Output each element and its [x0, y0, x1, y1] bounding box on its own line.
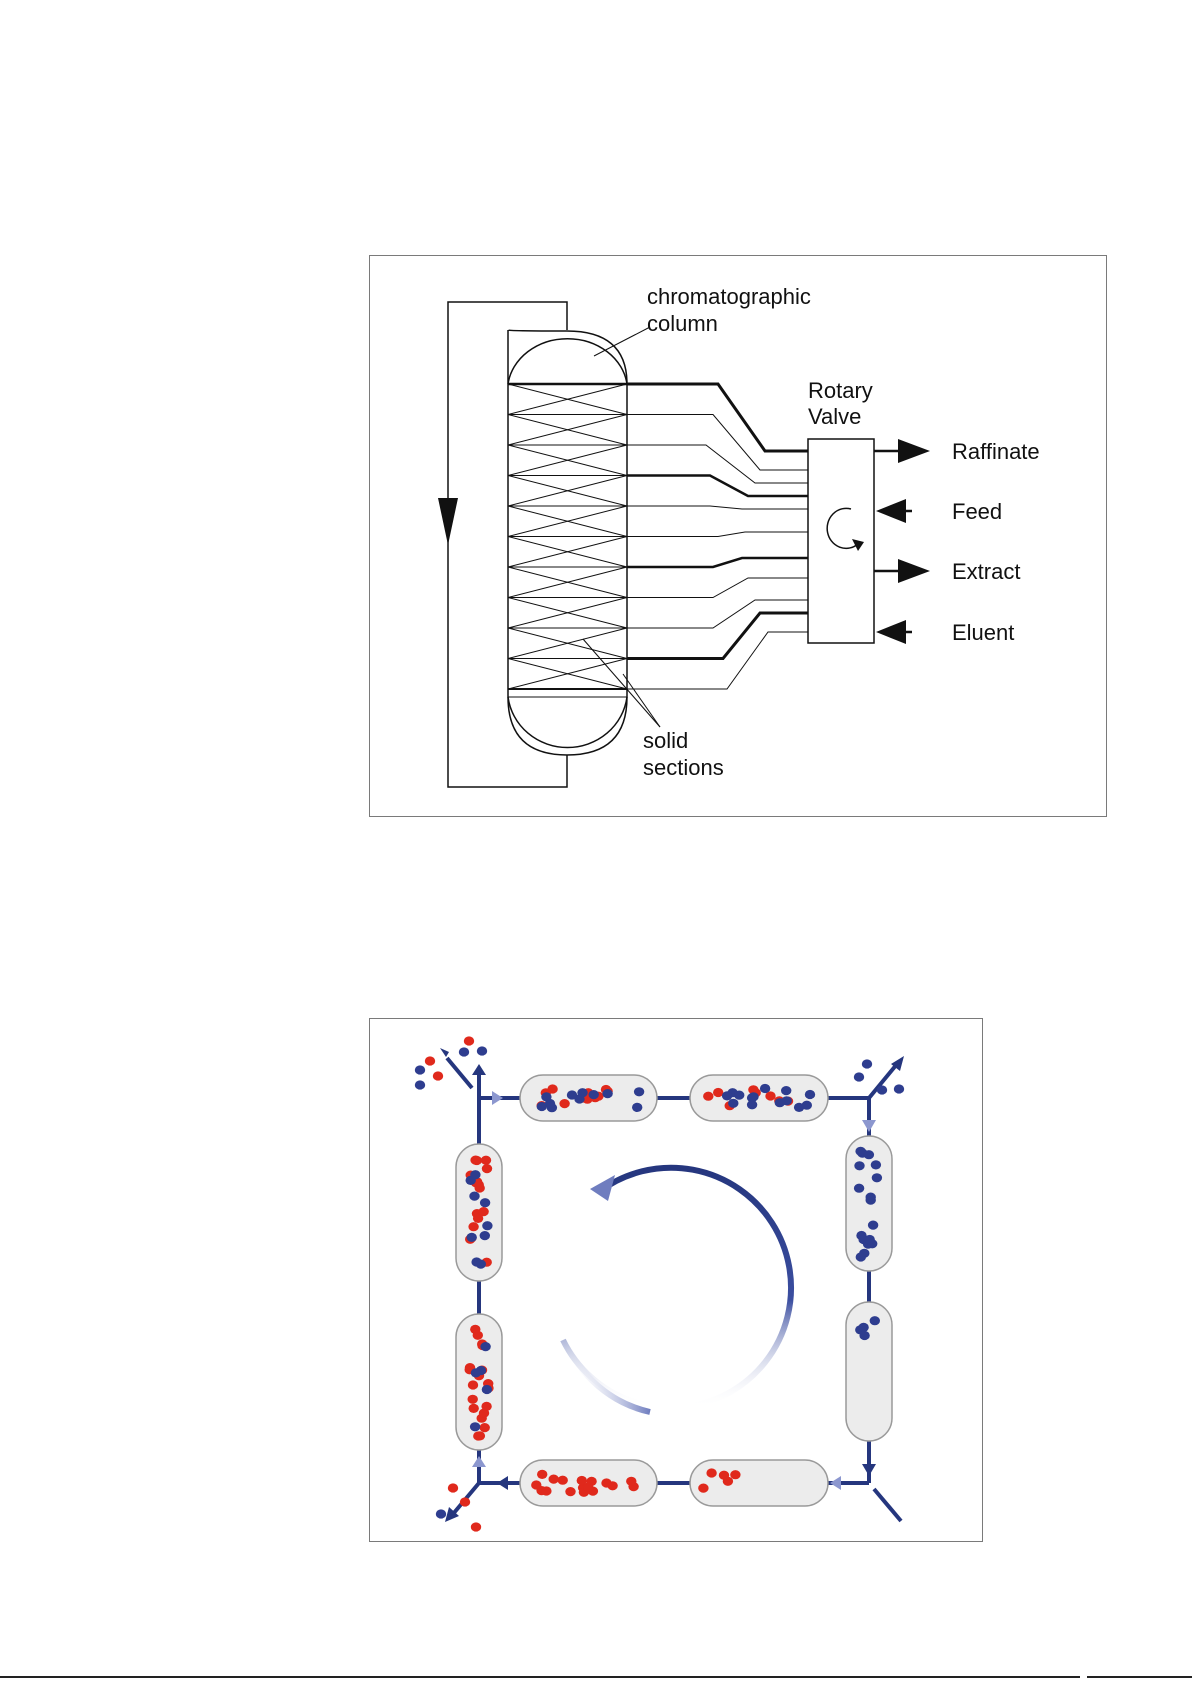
footer-rule-right — [1087, 1676, 1192, 1678]
footer-rule — [0, 1676, 1080, 1678]
smb-particle-panel — [369, 1018, 983, 1542]
smb-schematic-panel — [369, 255, 1107, 817]
